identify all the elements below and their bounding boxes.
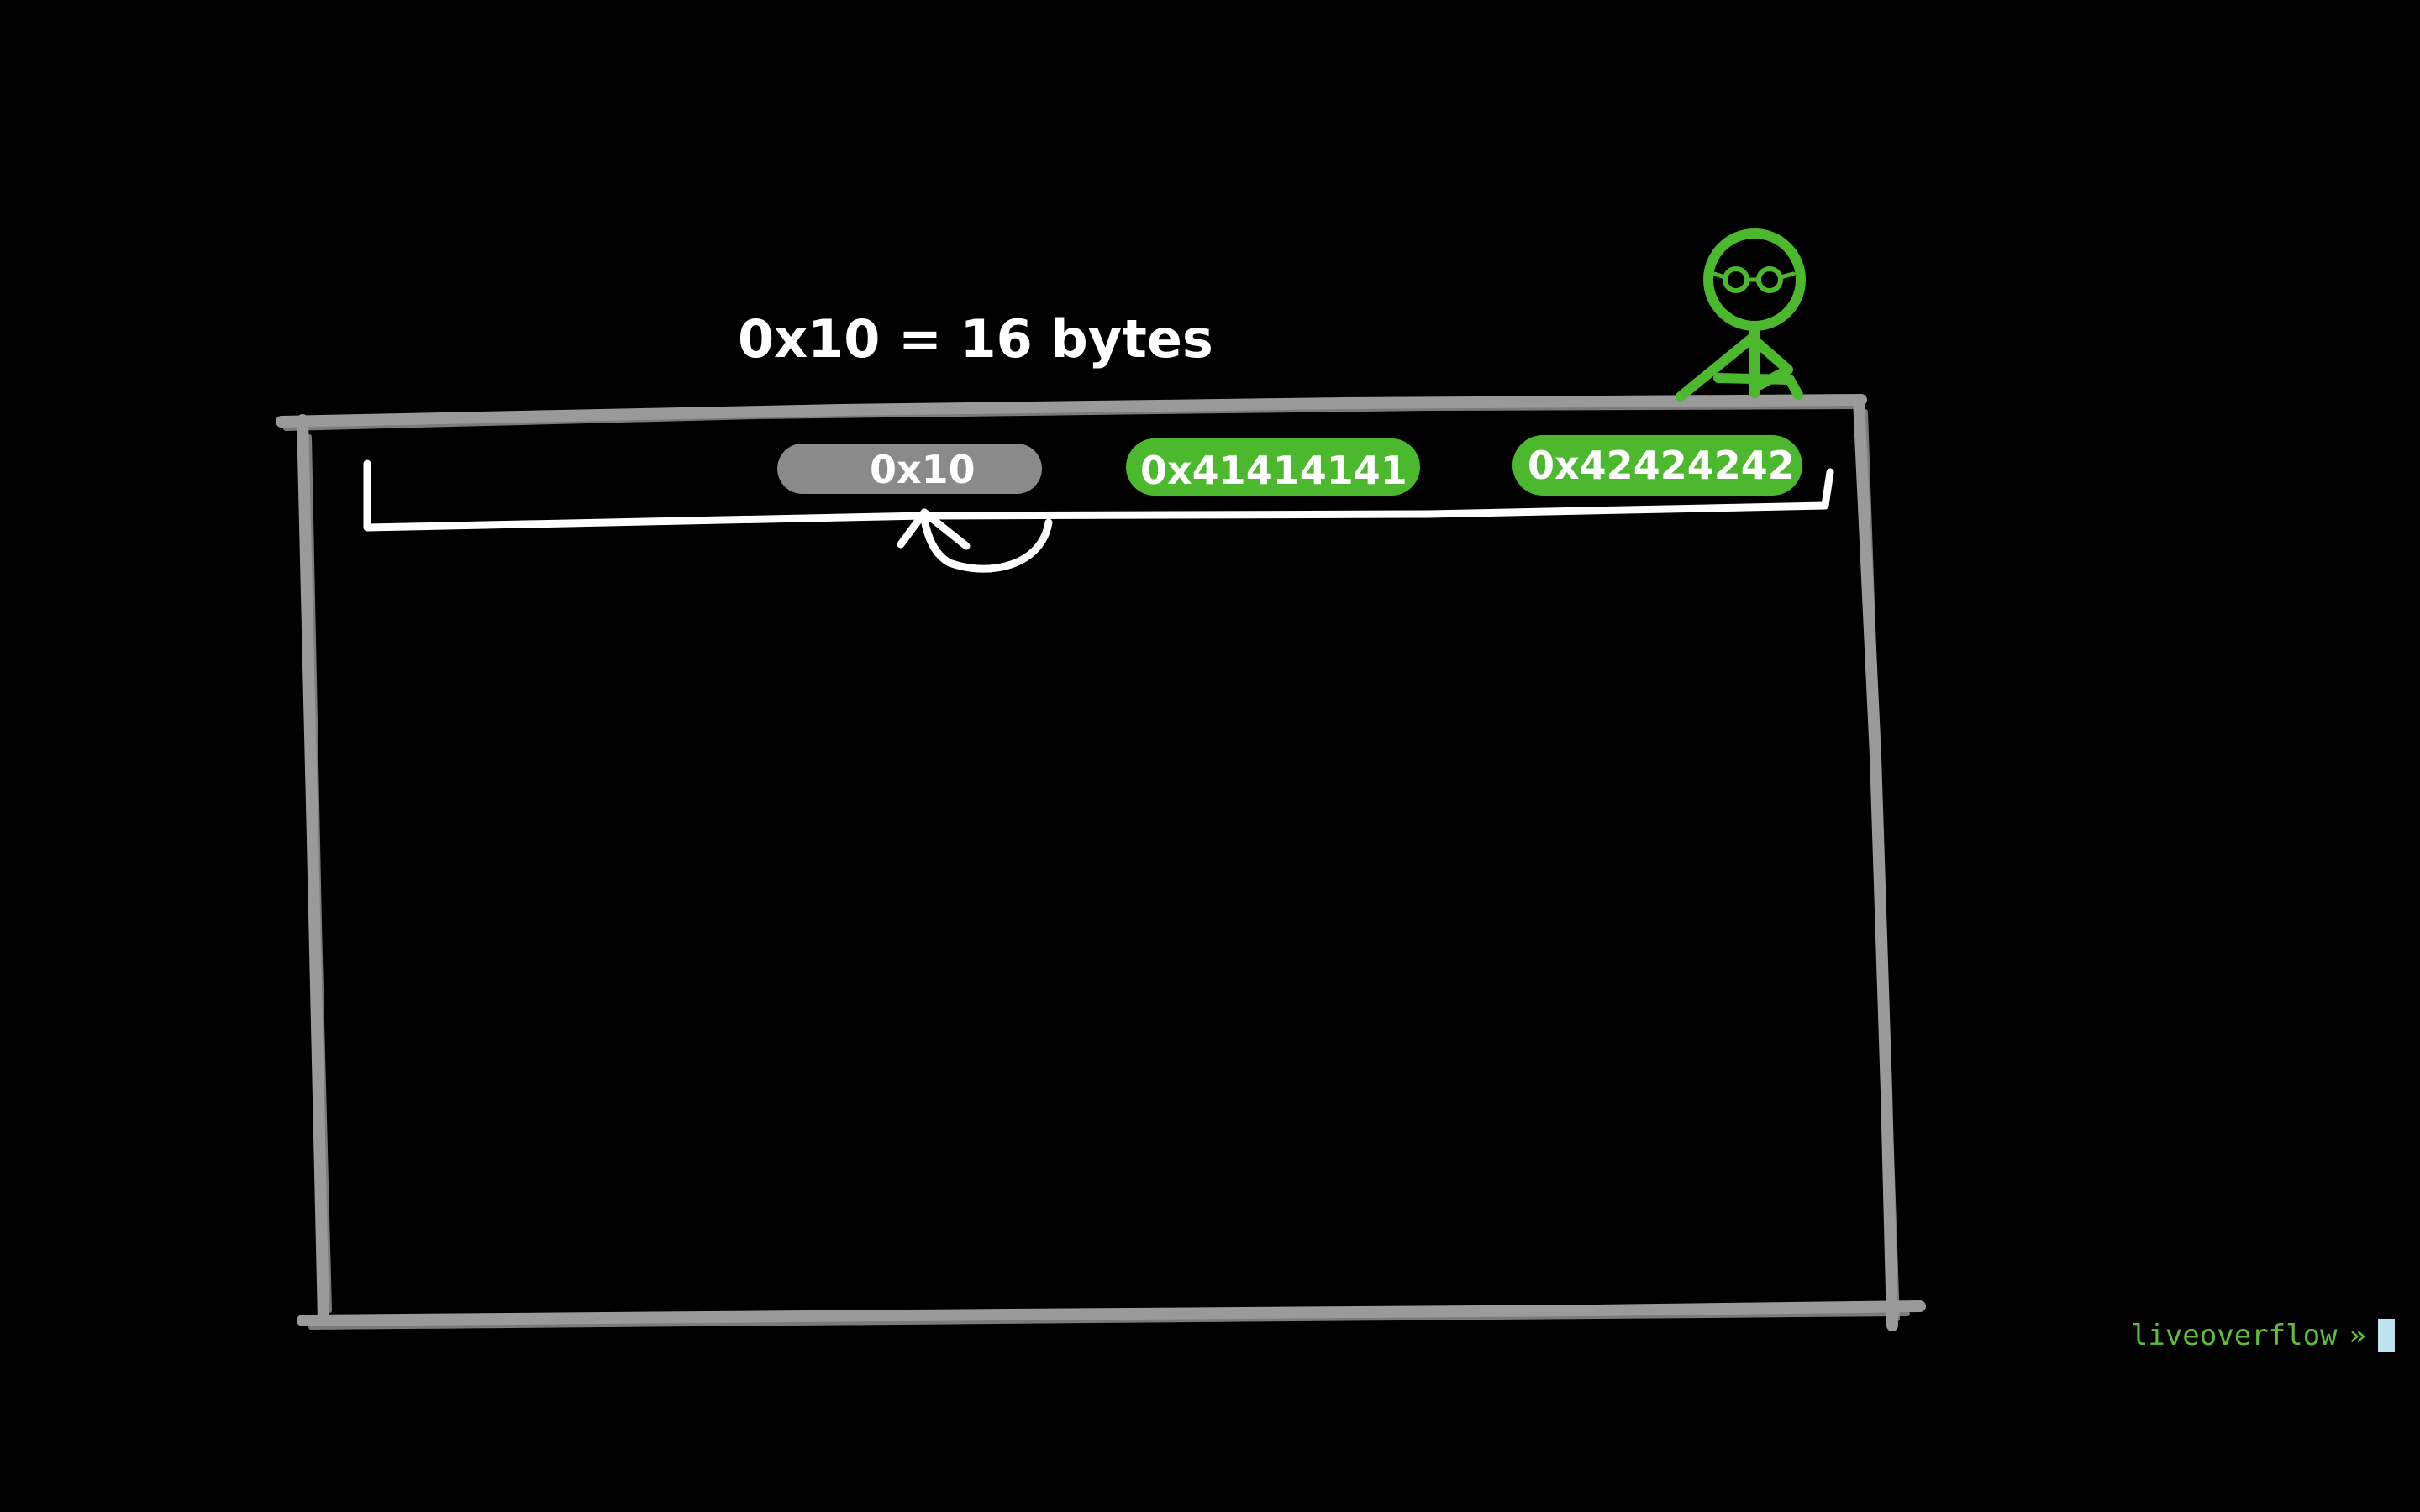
- prompt-user: liveoverflow: [2130, 1319, 2338, 1352]
- stick-figure-with-glasses-icon: [1676, 228, 1806, 402]
- pointer-arrow: [897, 508, 1053, 573]
- cell-1-highlight: [1126, 438, 1420, 496]
- cell-0-highlight: [777, 444, 1042, 494]
- cell-2-label: 0x42424242: [1528, 443, 1795, 488]
- memory-frame: [276, 394, 1926, 1331]
- terminal-cursor: [2378, 1319, 2395, 1352]
- cell-0-label: 0x10: [870, 447, 976, 492]
- prompt-symbol: »: [2349, 1319, 2366, 1352]
- cell-2-highlight: [1512, 435, 1802, 496]
- size-annotation: 0x10 = 16 bytes: [738, 308, 1213, 370]
- terminal-prompt[interactable]: liveoverflow »: [2131, 1319, 2395, 1352]
- cell-1-label: 0x41414141: [1140, 448, 1407, 493]
- chunk-bracket: [363, 459, 1834, 532]
